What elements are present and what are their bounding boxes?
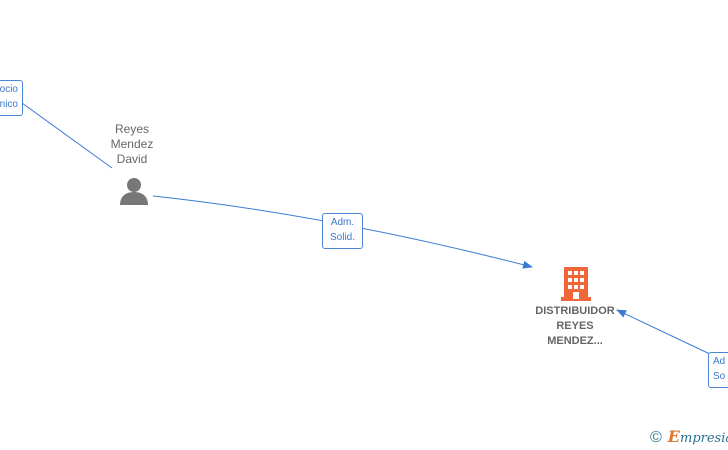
building-icon[interactable] xyxy=(561,265,591,301)
person-name[interactable]: Reyes Mendez David xyxy=(92,122,172,167)
brand-logo-initial: E xyxy=(667,427,680,446)
company-name-line: REYES xyxy=(556,320,594,332)
edge-label-line: Ad xyxy=(713,356,726,367)
footer-brand: © Empresia xyxy=(650,428,728,448)
edge-label-adm-solid[interactable]: Adm. Solid. xyxy=(322,213,363,249)
edge-label-line: Adm. xyxy=(330,217,355,228)
edge-label-top-left[interactable]: ocio nico xyxy=(0,80,23,116)
edge-label-line: nico xyxy=(0,99,18,110)
person-name-line: Reyes xyxy=(114,122,149,136)
edge-label-line: Solid. xyxy=(329,232,355,243)
brand-logo[interactable]: Empresia xyxy=(668,429,728,447)
edge-label-right[interactable]: Ad So xyxy=(708,352,728,388)
company-name-line: MENDEZ... xyxy=(547,335,603,347)
edge-line-right-to-company xyxy=(616,309,713,356)
edge-label-line: So xyxy=(713,371,726,382)
edge-line-top-left xyxy=(21,102,113,169)
company-name[interactable]: DISTRIBUIDOR REYES MENDEZ... xyxy=(520,304,630,349)
copyright-icon: © xyxy=(650,429,662,446)
brand-logo-text: mpresia xyxy=(680,431,728,446)
person-icon[interactable] xyxy=(119,176,149,206)
person-name-line: Mendez xyxy=(110,137,154,151)
edge-label-line: ocio xyxy=(0,84,18,95)
person-name-line: David xyxy=(116,152,148,166)
company-name-line: DISTRIBUIDOR xyxy=(535,305,615,317)
